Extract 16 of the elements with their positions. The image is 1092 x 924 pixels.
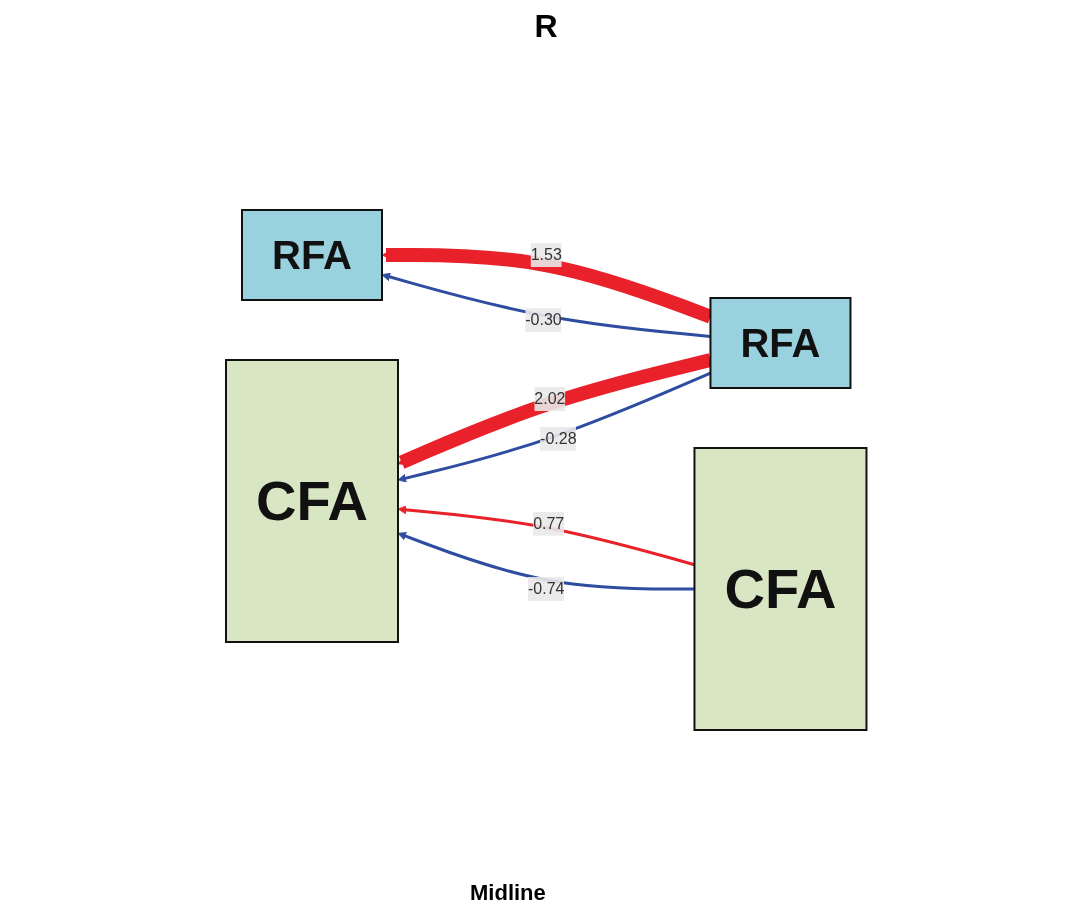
arrow	[397, 532, 695, 591]
edge-label: 0.77	[532, 514, 565, 532]
node-box: CFA	[693, 447, 868, 731]
axis-label: Midline	[470, 880, 546, 906]
arrow	[397, 371, 711, 483]
axis-label: R	[534, 8, 558, 44]
node-box: RFA	[240, 209, 383, 301]
node-box: RFA	[709, 297, 852, 389]
edge-label: 1.53	[530, 246, 562, 263]
edge-label: 2.02	[534, 390, 566, 408]
node-box: CFA	[224, 359, 399, 643]
edge-label: -0.30	[525, 311, 562, 329]
arrow	[381, 272, 711, 338]
arrow	[397, 505, 695, 567]
edge-label: -0.74	[527, 580, 565, 597]
edge-label: -0.28	[539, 429, 577, 447]
